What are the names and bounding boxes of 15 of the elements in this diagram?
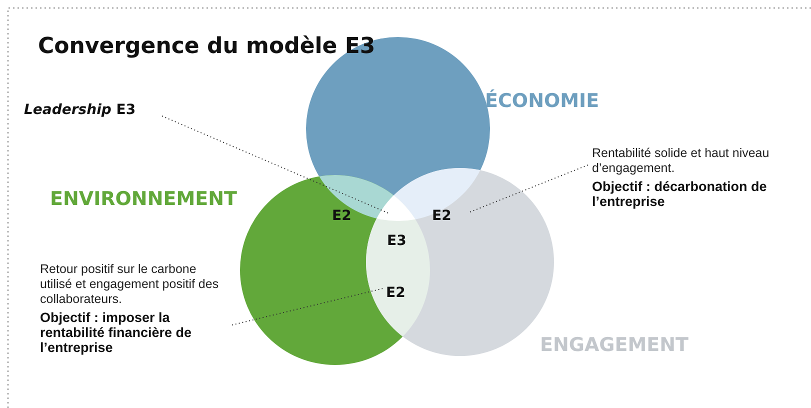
region-label: E2 [432, 208, 452, 224]
region-label: E2 [332, 208, 352, 224]
leader-line [232, 288, 386, 326]
description-text: Leadership E3 [24, 103, 137, 118]
circle-label: ÉCONOMIE [485, 90, 600, 112]
leader-line [162, 116, 388, 214]
region-label: E3 [387, 233, 406, 249]
circle-label: ENVIRONNEMENT [50, 188, 237, 210]
objective-text: Objectif : décarbonation de l’entreprise [592, 179, 768, 209]
description-text: Rentabilité solide et haut niveau d’engagement. [592, 146, 770, 176]
objective-text: Objectif : imposer la rentabilité financière de l’entreprise [40, 310, 193, 355]
description-text: Retour positif sur le carbone utilisé et engagement positif des collaborateurs. [40, 262, 220, 307]
circle-label: ENGAGEMENT [540, 334, 689, 356]
region-label: E2 [386, 285, 406, 301]
leader-line [470, 164, 588, 212]
